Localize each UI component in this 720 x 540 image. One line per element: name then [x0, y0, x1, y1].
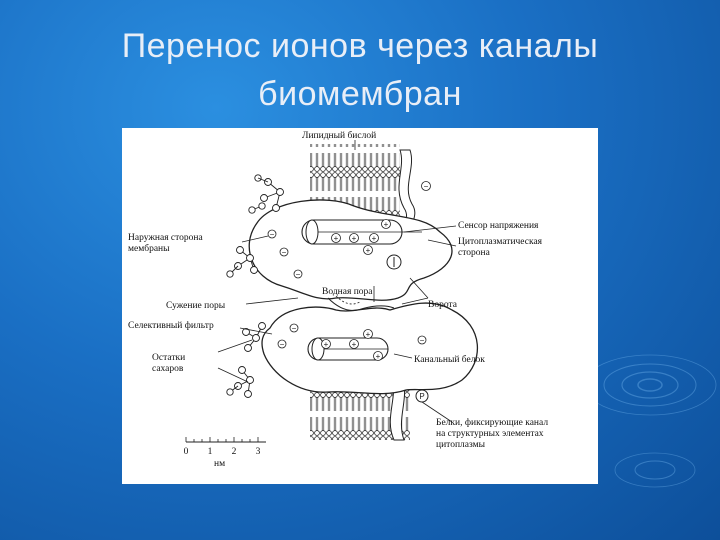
svg-text:−: − [282, 248, 287, 257]
gate-circle [386, 254, 402, 270]
label-selective-filter: Селективный фильтр [128, 320, 214, 331]
slide-title: Перенос ионов через каналы биомембран [0, 22, 720, 118]
scale-bar: 0 1 2 3 нм [184, 437, 266, 469]
label-cytoplasmic-2: сторона [458, 248, 491, 258]
label-fixing-3: цитоплазмы [436, 440, 486, 450]
svg-text:−: − [280, 340, 285, 349]
svg-text:+: + [366, 246, 371, 255]
svg-text:+: + [352, 234, 357, 243]
label-sugar-1: Остатки [152, 353, 185, 363]
scale-tick-0: 0 [184, 447, 189, 457]
label-fixing-1: Белки, фиксирующие канал [436, 417, 548, 428]
svg-text:−: − [424, 182, 429, 191]
scale-tick-3: 3 [256, 447, 261, 457]
scale-tick-1: 1 [208, 447, 213, 457]
ion-channel-figure: + + + + + + + + + − − − − − − − [122, 128, 598, 484]
phosphate-marker: P [415, 389, 429, 403]
leader-lines [217, 140, 457, 423]
svg-text:P: P [419, 392, 424, 401]
label-outer-side-1: Наружная сторона [128, 233, 204, 243]
label-water-pore: Водная пора [322, 287, 373, 297]
label-gate: Ворота [428, 300, 458, 310]
charge-symbols: + + + + + + + + + − − − − − − − [267, 181, 431, 361]
svg-text:+: + [384, 220, 389, 229]
scale-tick-2: 2 [232, 447, 237, 457]
ion-channel-diagram: + + + + + + + + + − − − − − − − [128, 130, 548, 469]
channel-protein-upper [248, 199, 453, 301]
svg-text:−: − [420, 336, 425, 345]
label-outer-side-2: мембраны [128, 243, 170, 254]
scale-unit: нм [214, 459, 225, 469]
svg-text:−: − [270, 230, 275, 239]
label-voltage-sensor: Сенсор напряжения [458, 221, 539, 231]
title-line-1: Перенос ионов через каналы [121, 27, 599, 65]
svg-text:+: + [366, 330, 371, 339]
label-channel-protein: Канальный белок [414, 354, 485, 365]
svg-text:+: + [352, 340, 357, 349]
svg-text:−: − [296, 270, 301, 279]
label-lipid-bilayer: Липидный бислой [302, 130, 376, 141]
water-pore [327, 295, 395, 311]
label-cytoplasmic-1: Цитоплазматическая [458, 237, 543, 247]
label-fixing-2: на структурных элементах [436, 429, 544, 439]
diagram-labels: Липидный бислой Сенсор напряжения Наружн… [128, 130, 548, 450]
svg-text:−: − [292, 324, 297, 333]
label-pore-narrowing: Сужение поры [166, 301, 226, 311]
title-line-2: биомембран [258, 75, 462, 113]
svg-text:+: + [334, 234, 339, 243]
label-sugar-2: сахаров [152, 364, 184, 374]
svg-text:+: + [324, 340, 329, 349]
svg-text:+: + [372, 234, 377, 243]
sugar-residues [226, 174, 284, 398]
svg-text:+: + [376, 352, 381, 361]
